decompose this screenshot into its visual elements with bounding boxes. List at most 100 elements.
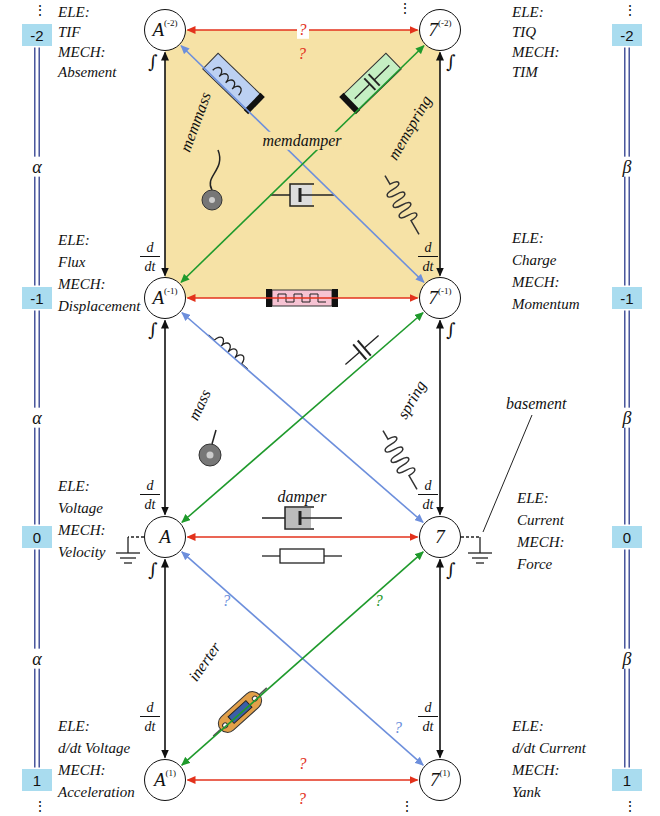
- unknown-mark: ?: [299, 755, 307, 773]
- state-circle: 7(-1): [419, 277, 461, 319]
- quantity-label: ELE:: [512, 230, 544, 247]
- relation-arrow: [181, 46, 424, 283]
- variable-symbol: 0: [623, 529, 631, 546]
- derivative-mark: dt: [140, 259, 160, 275]
- derivative-mark: dt: [418, 497, 438, 513]
- variable-symbol: 7: [429, 19, 439, 41]
- quantity-label: ∫: [446, 52, 455, 73]
- level-box: -1: [612, 287, 642, 309]
- quantity-label: Yank: [512, 784, 541, 801]
- derivative-mark: dt: [418, 719, 438, 735]
- quantity-label: ∫: [148, 52, 157, 73]
- quantity-label: ∫: [148, 560, 157, 581]
- state-circle: A(1): [144, 759, 186, 801]
- state-circle: 7(1): [419, 759, 461, 801]
- inductor-symbol: [208, 330, 252, 369]
- component-label: inerter: [185, 639, 225, 685]
- quantity-label: MECH:: [58, 276, 106, 293]
- relation-arrow: [440, 321, 441, 515]
- scale-factor: α: [30, 648, 43, 669]
- memory-region: [165, 30, 440, 298]
- component-label: spring: [394, 378, 430, 423]
- state-circle: A: [144, 516, 186, 558]
- quantity-label: Voltage: [58, 500, 103, 517]
- quantity-label: ∫: [148, 320, 157, 341]
- quantity-label: d/dt Voltage: [58, 740, 130, 757]
- quantity-label: ⋮: [33, 2, 47, 18]
- order-superscript: (1): [166, 768, 177, 778]
- scale-factor: β: [621, 648, 634, 669]
- component-label: ?: [298, 45, 306, 63]
- variable-symbol: -2: [30, 27, 43, 44]
- relation-arrow: [182, 313, 423, 522]
- quantity-label: Charge: [512, 252, 556, 269]
- variable-symbol: 1: [33, 772, 41, 789]
- quantity-label: ⋮: [400, 798, 414, 814]
- derivative-mark: d: [140, 240, 160, 257]
- variable-symbol: 1: [623, 772, 631, 789]
- quantity-label: Acceleration: [58, 784, 135, 801]
- memcapacitor-symbol: [339, 53, 402, 115]
- quantity-label: TIF: [58, 24, 81, 41]
- quantity-label: ∫: [446, 320, 455, 341]
- quantity-label: ⋮: [623, 2, 637, 18]
- variable-symbol: -1: [620, 290, 633, 307]
- quantity-label: d/dt Current: [512, 740, 586, 757]
- quantity-label: ELE:: [58, 718, 90, 735]
- quantity-label: MECH:: [512, 44, 560, 61]
- variable-symbol: A: [152, 19, 164, 41]
- derivative-mark: d: [140, 478, 160, 495]
- scale-factor: β: [621, 407, 634, 428]
- quantity-label: TIQ: [512, 24, 536, 41]
- derivative-mark: d: [140, 700, 160, 717]
- relation-arrow: [188, 780, 418, 781]
- state-circle: 7(-2): [419, 9, 461, 51]
- quantity-label: ELE:: [517, 490, 549, 507]
- derivative-mark: dt: [140, 497, 160, 513]
- variable-symbol: 7: [429, 287, 439, 309]
- quantity-label: Displacement: [58, 298, 140, 315]
- relation-arrow: [188, 298, 418, 299]
- derivative-mark: d: [418, 700, 438, 717]
- scale-factor: α: [30, 156, 43, 177]
- relation-arrow: [182, 552, 423, 765]
- variable-symbol: 7: [430, 769, 440, 791]
- quantity-label: Momentum: [512, 296, 580, 313]
- quantity-label: MECH:: [58, 44, 106, 61]
- level-box: 1: [612, 769, 642, 791]
- level-box: 0: [612, 526, 642, 548]
- quantity-label: ⋮: [398, 0, 412, 16]
- resistor-symbol: [262, 549, 342, 563]
- component-label: damper: [278, 488, 327, 506]
- relation-arrow: [188, 537, 418, 538]
- quantity-label: ⋮: [33, 798, 47, 814]
- ground-symbol: [461, 537, 492, 563]
- quantity-label: MECH:: [512, 274, 560, 291]
- quantity-label: Current: [517, 512, 564, 529]
- memmass-symbol: [202, 150, 222, 210]
- state-circle: A(-1): [144, 277, 186, 319]
- memspring-symbol: [378, 171, 426, 238]
- quantity-label: ∫: [446, 560, 455, 581]
- relation-arrow: [440, 53, 441, 276]
- variable-symbol: 7: [435, 526, 445, 548]
- level-box: 0: [22, 526, 52, 548]
- quantity-label: MECH:: [512, 762, 560, 779]
- variable-symbol: -2: [620, 27, 633, 44]
- ground-symbol: [116, 537, 144, 563]
- unknown-mark: ?: [375, 592, 383, 610]
- damper-symbol: [262, 507, 342, 529]
- component-label: ?: [298, 790, 306, 808]
- quantity-label: Velocity: [58, 544, 105, 561]
- derivative-mark: dt: [418, 259, 438, 275]
- unknown-mark: ?: [222, 592, 230, 610]
- quantity-label: ELE:: [512, 4, 544, 21]
- order-superscript: (1): [440, 768, 451, 778]
- quantity-label: ELE:: [58, 4, 90, 21]
- derivative-mark: dt: [140, 719, 160, 735]
- quantity-label: basement: [506, 395, 566, 413]
- level-box: -1: [22, 287, 52, 309]
- order-superscript: (-2): [438, 18, 452, 28]
- quantity-label: ⋮: [623, 798, 637, 814]
